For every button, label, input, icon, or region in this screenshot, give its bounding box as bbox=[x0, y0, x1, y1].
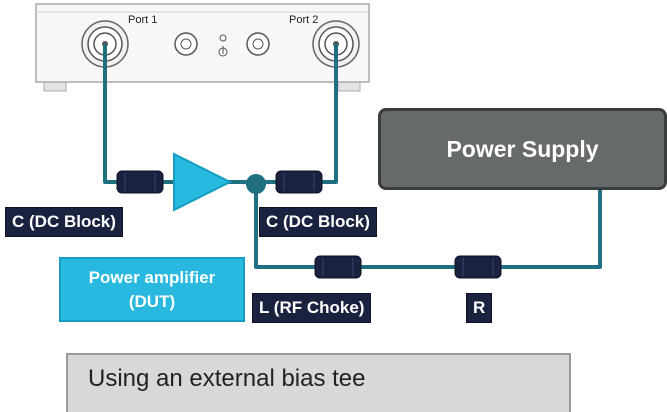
resistor-label: R bbox=[466, 293, 493, 323]
dc-block-right-component bbox=[275, 170, 323, 194]
rf-choke-label: L (RF Choke) bbox=[252, 293, 372, 323]
dc-block-left-component bbox=[116, 170, 164, 194]
dc-block-left-label: C (DC Block) bbox=[5, 207, 123, 237]
junction-node bbox=[246, 174, 266, 194]
dc-block-right-label: C (DC Block) bbox=[259, 207, 377, 237]
port-2-label: Port 2 bbox=[289, 14, 318, 26]
amplifier-triangle-icon bbox=[173, 152, 233, 212]
dut-label-line-2: (DUT) bbox=[128, 291, 176, 311]
power-supply-label: Power Supply bbox=[446, 135, 599, 162]
front-panel-connector-left bbox=[174, 32, 198, 56]
caption-box: Using an external bias tee bbox=[66, 353, 571, 412]
rf-choke-component bbox=[314, 255, 362, 279]
caption-text: Using an external bias tee bbox=[88, 365, 366, 392]
front-panel-connector-right bbox=[246, 32, 270, 56]
dut-label-line-1: Power amplifier bbox=[88, 267, 216, 287]
power-supply-box: Power Supply bbox=[378, 108, 667, 190]
resistor-component bbox=[454, 255, 502, 279]
dut-label: Power amplifier (DUT) bbox=[59, 257, 245, 322]
ground-symbol-icon bbox=[218, 34, 228, 57]
port-1-label: Port 1 bbox=[128, 14, 157, 26]
